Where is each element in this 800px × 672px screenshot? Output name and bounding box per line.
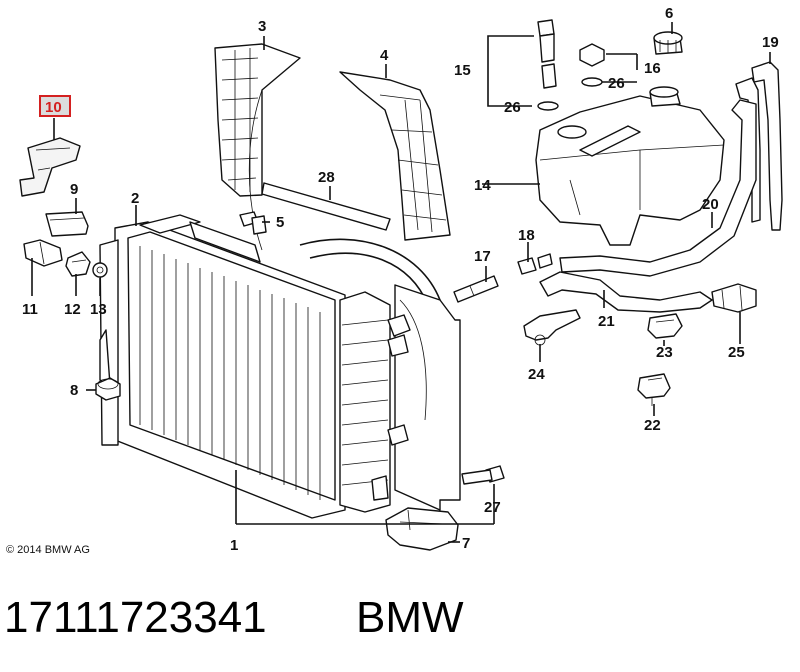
label-24: 24 bbox=[528, 366, 545, 383]
label-27: 27 bbox=[484, 499, 501, 516]
copyright-text: © 2014 BMW AG bbox=[6, 544, 90, 556]
label-26b: 26 bbox=[608, 75, 625, 92]
nut-16-part bbox=[579, 43, 605, 67]
part-8-mount bbox=[95, 377, 121, 401]
label-8: 8 bbox=[70, 382, 78, 399]
fan-shroud-right-part bbox=[339, 71, 451, 241]
pipe-17-part bbox=[453, 275, 499, 303]
part-10-bracket bbox=[19, 137, 81, 197]
label-19: 19 bbox=[762, 34, 779, 51]
part-9-cap bbox=[45, 211, 89, 237]
part-13-washer bbox=[92, 262, 108, 278]
label-15: 15 bbox=[454, 62, 471, 79]
fan-shroud-part bbox=[214, 43, 301, 251]
label-23: 23 bbox=[656, 344, 673, 361]
part-11-sensor bbox=[23, 239, 63, 267]
clip-25-part bbox=[711, 283, 757, 313]
clip-23-part bbox=[647, 313, 683, 339]
label-1: 1 bbox=[230, 537, 238, 554]
expansion-tank-part bbox=[535, 86, 725, 246]
seal-strip-part bbox=[261, 182, 391, 231]
leader-lines bbox=[31, 22, 771, 543]
label-13: 13 bbox=[90, 301, 107, 318]
label-10: 10 bbox=[45, 99, 62, 116]
label-21: 21 bbox=[598, 313, 615, 330]
level-sensor-part bbox=[537, 19, 557, 89]
label-26a: 26 bbox=[504, 99, 521, 116]
label-9: 9 bbox=[70, 181, 78, 198]
brand-name: BMW bbox=[356, 593, 464, 642]
washer-26b-part bbox=[581, 77, 603, 87]
label-22: 22 bbox=[644, 417, 661, 434]
clip-24-part bbox=[523, 309, 581, 346]
label-11: 11 bbox=[22, 301, 38, 318]
part-number: 17111723341 bbox=[4, 593, 267, 642]
label-14: 14 bbox=[474, 177, 491, 194]
bolt-part bbox=[461, 465, 505, 485]
label-28: 28 bbox=[318, 169, 335, 186]
label-2: 2 bbox=[131, 190, 139, 207]
washer-26a-part bbox=[537, 101, 559, 111]
label-25: 25 bbox=[728, 344, 745, 361]
label-20: 20 bbox=[702, 196, 719, 213]
clamp-18-part bbox=[517, 253, 553, 275]
mount-bracket-part bbox=[385, 507, 459, 551]
label-12: 12 bbox=[64, 301, 81, 318]
label-7: 7 bbox=[462, 535, 470, 552]
label-5: 5 bbox=[276, 214, 284, 231]
label-4: 4 bbox=[380, 47, 389, 64]
label-3: 3 bbox=[258, 18, 266, 35]
label-16: 16 bbox=[644, 60, 661, 77]
label-17: 17 bbox=[474, 248, 491, 265]
label-6: 6 bbox=[665, 5, 673, 22]
highlight-box bbox=[39, 95, 71, 117]
radiator-part bbox=[99, 214, 411, 519]
clip-22-part bbox=[637, 373, 671, 406]
part-12-plug bbox=[65, 251, 91, 277]
hose-21-part bbox=[539, 271, 713, 313]
tank-cap-part bbox=[653, 31, 683, 55]
fan-ring bbox=[299, 238, 461, 511]
hose-20-part bbox=[559, 99, 757, 277]
screw-part bbox=[239, 211, 267, 235]
label-18: 18 bbox=[518, 227, 535, 244]
